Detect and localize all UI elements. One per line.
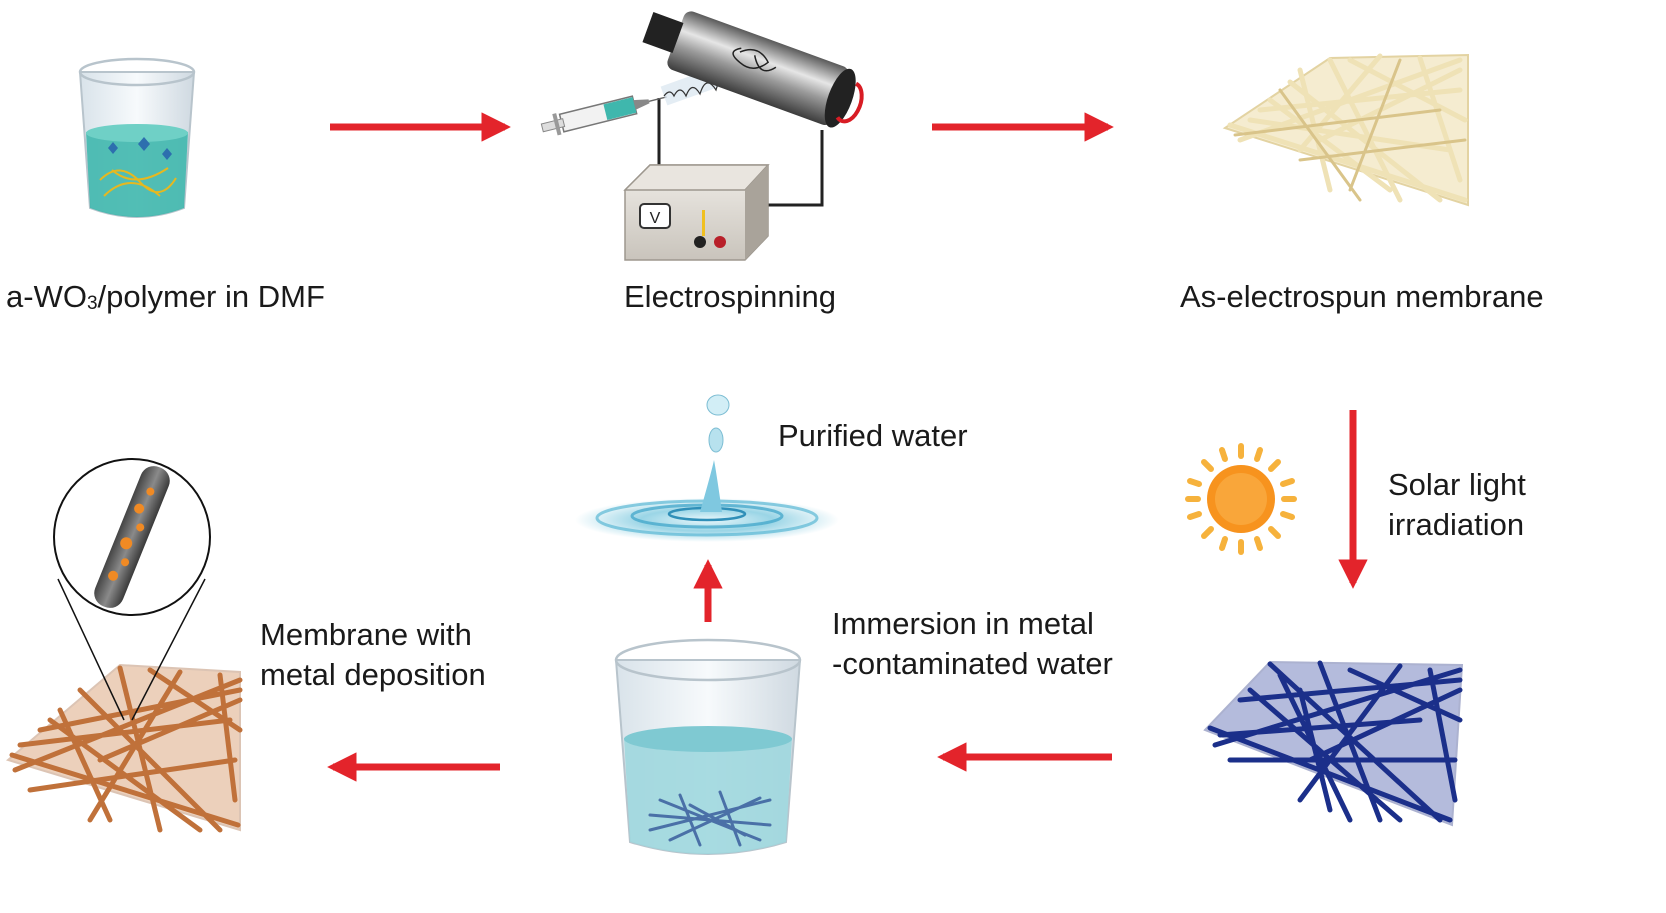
purified-water-icon <box>575 394 839 542</box>
immersion-beaker-icon <box>614 638 802 855</box>
solar-irradiation-label: Solar light irradiation <box>1388 467 1526 542</box>
process-arrows <box>327 112 1368 782</box>
solution-label: a-WO3/polymer in DMF <box>6 279 325 314</box>
purified-water-label: Purified water <box>778 418 968 453</box>
sun-icon <box>1185 443 1297 555</box>
metal-deposition-label: Membrane with metal deposition <box>260 617 486 692</box>
electrospinning-label: Electrospinning <box>624 279 836 314</box>
as-spun-membrane-icon <box>1222 53 1469 207</box>
metal-deposited-membrane-icon <box>5 458 243 833</box>
precursor-beaker-icon <box>78 57 196 218</box>
voltmeter-label: V <box>650 210 661 227</box>
activated-membrane-icon <box>1203 660 1464 827</box>
as-spun-membrane-label: As-electrospun membrane <box>1180 279 1544 314</box>
electrospinning-apparatus-icon: V <box>540 11 864 261</box>
immersion-label: Immersion in metal -contaminated water <box>832 606 1113 681</box>
